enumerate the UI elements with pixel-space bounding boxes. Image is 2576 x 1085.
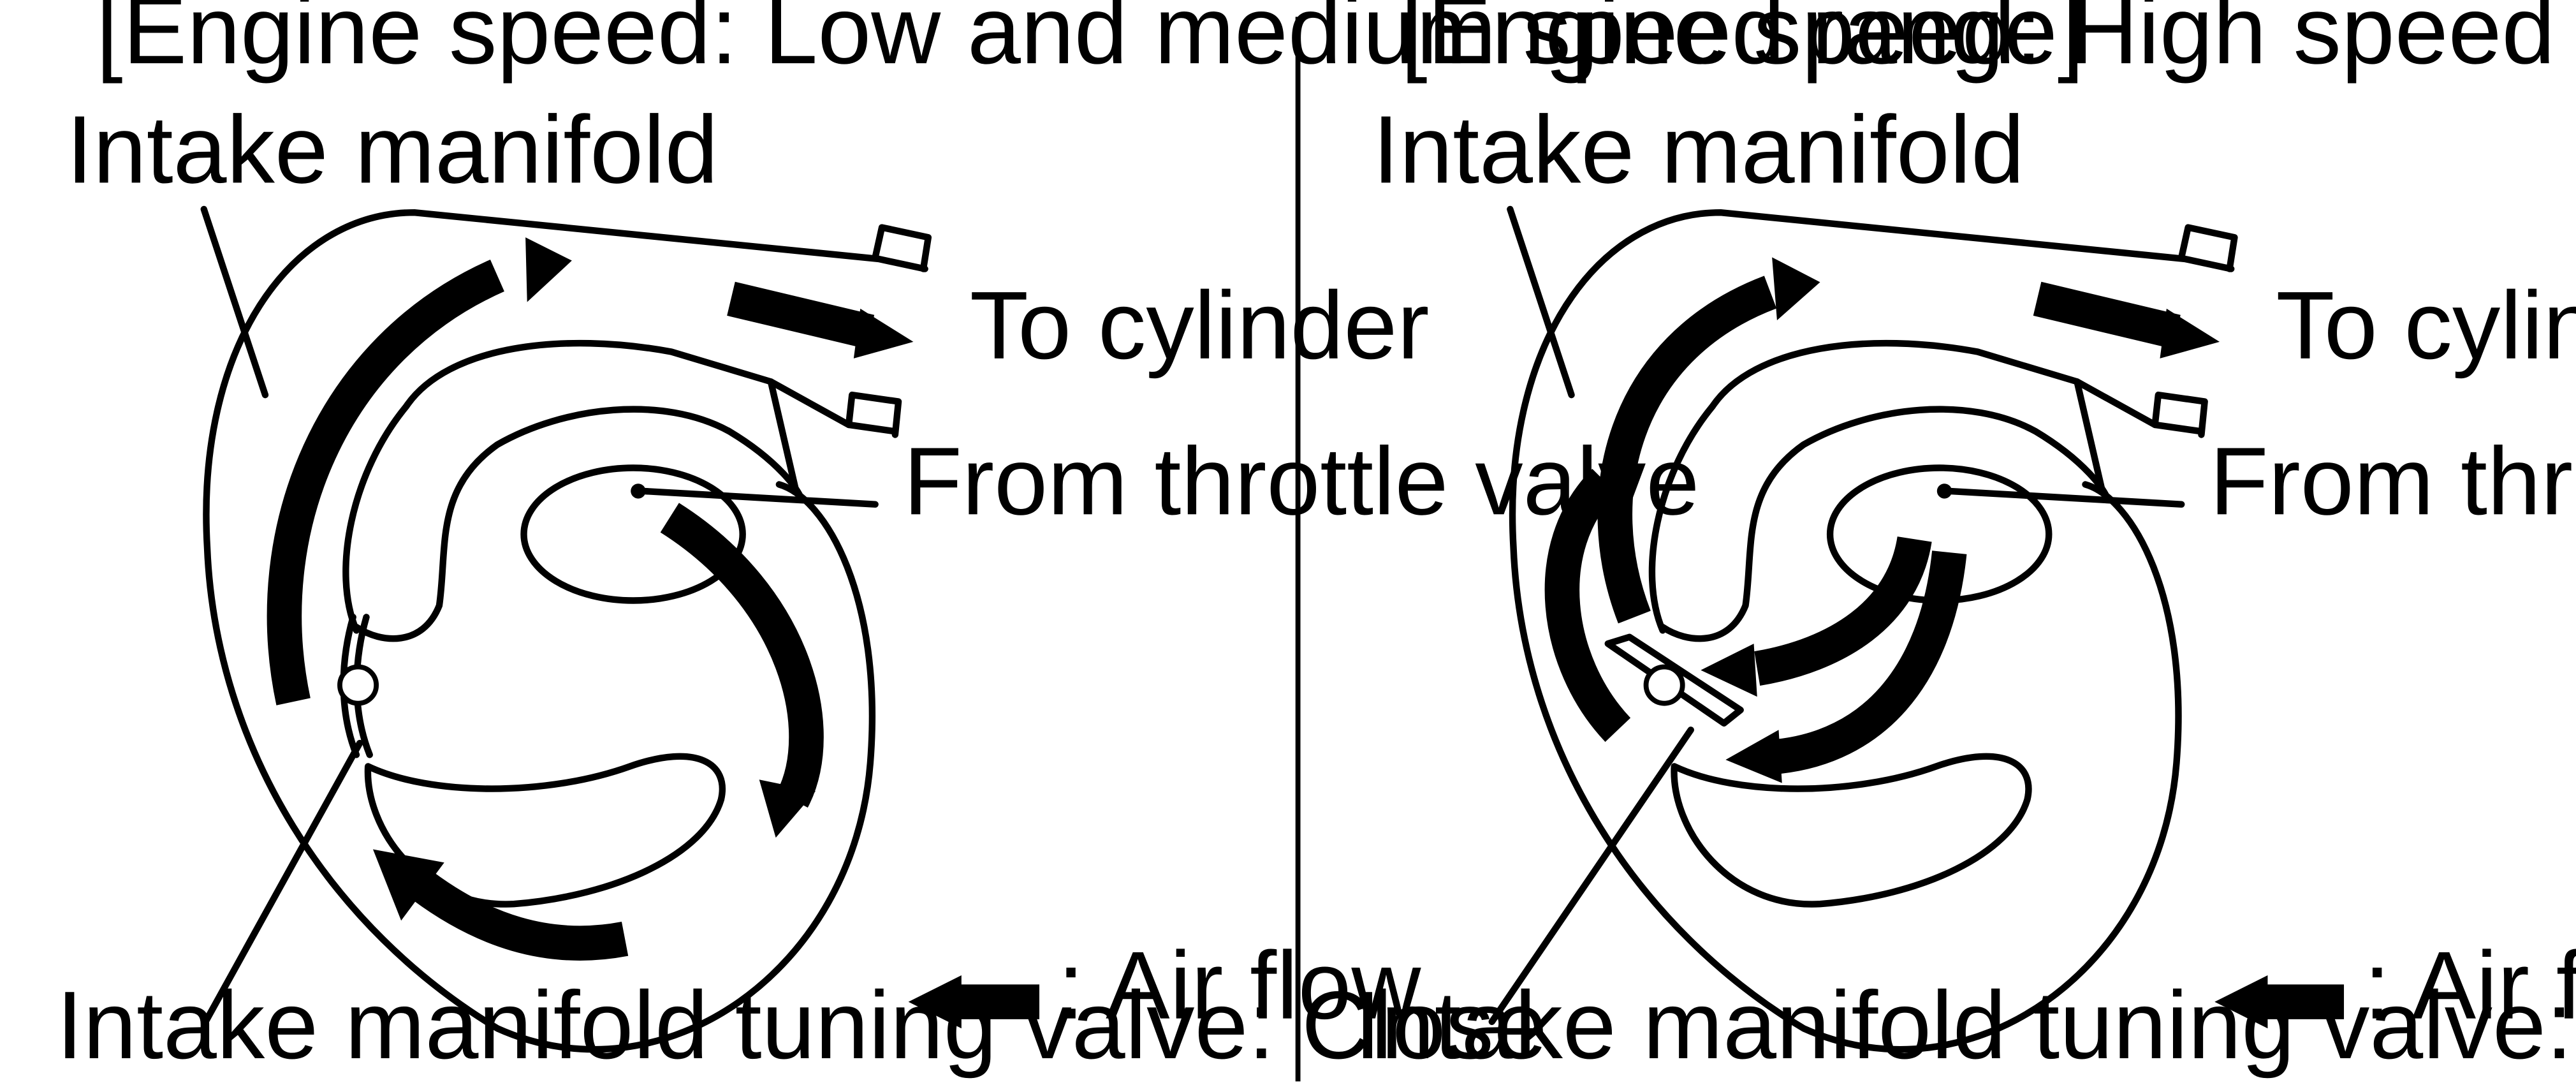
left-intake-manifold-label: Intake manifold [66, 96, 718, 203]
right-air-flow-arrows [1544, 257, 2220, 783]
left-manifold-outline [206, 212, 928, 1049]
left-panel: [Engine speed: Low and medium speed rang… [56, 0, 2084, 1079]
left-legend-label: : Air flow [1058, 932, 1422, 1039]
left-valve-leader [202, 739, 363, 1026]
right-valve-flap [1604, 633, 1744, 727]
right-to-cylinder-label: To cylinder [2276, 272, 2576, 379]
right-from-throttle-label: From throttle valve [2209, 427, 2576, 535]
left-air-flow-arrows [267, 237, 914, 961]
left-legend: : Air flow [908, 932, 1422, 1039]
right-legend-label: : Air flow [2364, 932, 2576, 1039]
right-intake-manifold-label: Intake manifold [1373, 96, 2024, 203]
right-valve-leader [1488, 727, 1694, 1026]
left-manifold-leader [200, 205, 269, 399]
right-panel-title: [Engine speed: High speed range] [1401, 0, 2576, 84]
right-valve-state-label: Intake manifold tuning valve: Open [1354, 971, 2576, 1079]
right-manifold-leader [1507, 205, 1575, 399]
right-panel: [Engine speed: High speed range] [1354, 0, 2576, 1079]
right-throttle-leader [1946, 487, 2185, 508]
left-panel-title: [Engine speed: Low and medium speed rang… [96, 0, 2084, 84]
left-to-cylinder-label: To cylinder [970, 272, 1430, 379]
right-tuning-valve-pivot [1643, 664, 1685, 706]
left-throttle-leader [640, 487, 879, 508]
left-tuning-valve-pivot [337, 664, 379, 706]
